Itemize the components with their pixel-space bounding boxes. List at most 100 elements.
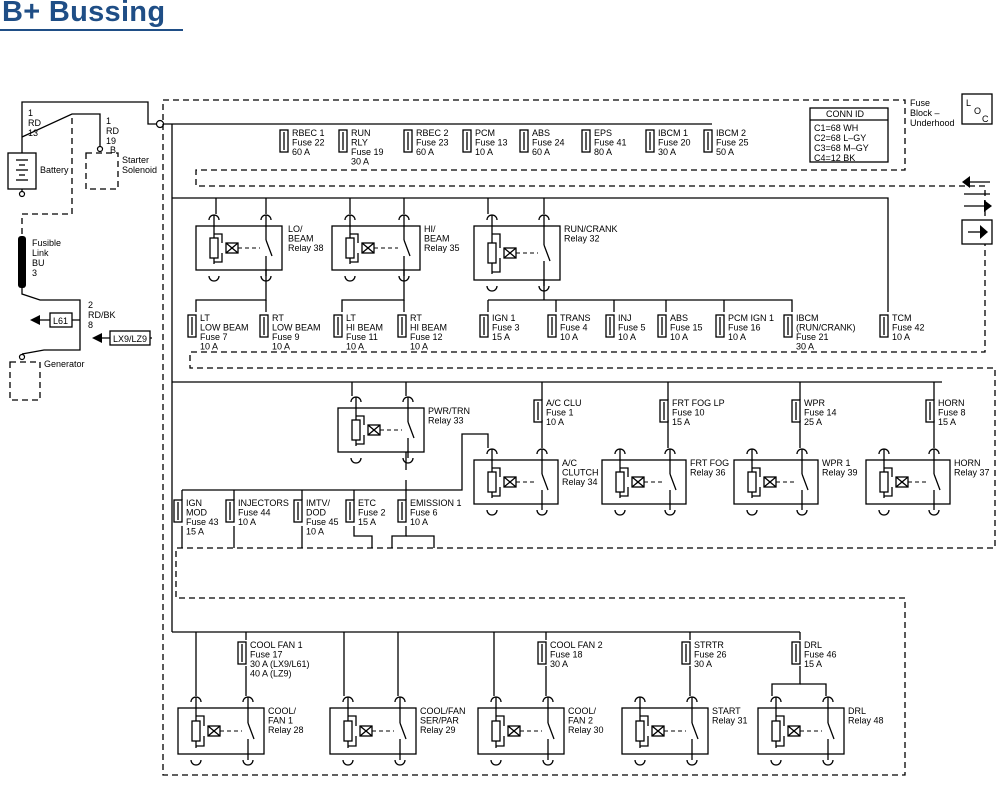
starter-wire-num: 19 xyxy=(106,136,116,146)
relay-label: DRL xyxy=(848,706,866,716)
fuse-label: EMISSION 1 xyxy=(410,498,462,508)
fuse-symbol xyxy=(879,314,889,338)
relay-symbol xyxy=(746,448,809,516)
fuse-symbol xyxy=(279,129,289,153)
relay-label: Relay 48 xyxy=(848,716,884,726)
fuse-label: Fuse 6 xyxy=(410,508,438,518)
fuse-label: IBCM 2 xyxy=(716,128,746,138)
fusible-link-1: Fusible xyxy=(32,238,61,248)
fuse-symbol xyxy=(537,641,547,665)
fuse-label: A/C CLU xyxy=(546,398,582,408)
relay-symbol xyxy=(190,696,255,766)
conn-id-box xyxy=(809,107,889,163)
fuse-label: WPR xyxy=(804,398,825,408)
fuse-label: Fuse 15 xyxy=(670,323,703,333)
starter-terminal: B xyxy=(110,145,116,155)
relay-label: Relay 33 xyxy=(428,416,464,426)
fuse-label: LT xyxy=(200,313,210,323)
fuse-label: 60 A xyxy=(416,147,434,157)
relay-label: COOL/FAN xyxy=(420,706,466,716)
fuse-label: MOD xyxy=(186,508,207,518)
location-icon[interactable] xyxy=(961,93,993,125)
relay-label: Relay 35 xyxy=(424,243,460,253)
fuse-label: Fuse 13 xyxy=(475,138,508,148)
relay-symbol xyxy=(342,696,407,766)
fuse-label: TRANS xyxy=(560,313,591,323)
fuse-label: IBCM xyxy=(796,313,819,323)
fuse-label: ETC xyxy=(358,498,377,508)
fuse-label: Fuse 20 xyxy=(658,138,691,148)
fuse-label: Fuse 17 xyxy=(250,650,283,660)
fuse-symbol xyxy=(925,399,935,423)
fuse-symbol xyxy=(791,641,801,665)
fuse-symbol xyxy=(547,314,557,338)
fuse-symbol xyxy=(605,314,615,338)
fuse-label: LT xyxy=(346,313,356,323)
fuse-label: 15 A xyxy=(492,332,510,342)
conn-id-row: C4=12 BK xyxy=(814,153,855,163)
harness-navigation-icon[interactable] xyxy=(962,176,992,212)
battery-label: Battery xyxy=(40,165,69,175)
fuse-label: 10 A xyxy=(618,332,636,342)
battery-wire-num: 13 xyxy=(28,128,38,138)
fuse-label: 10 A xyxy=(475,147,493,157)
relay-symbol xyxy=(486,214,551,292)
fuse-label: 15 A xyxy=(186,527,204,537)
fuse-label: HORN xyxy=(938,398,965,408)
gen-wire-num: 8 xyxy=(88,320,93,330)
fuse-label: RBEC 2 xyxy=(416,128,449,138)
title-underline xyxy=(0,29,183,31)
fuse-label: HI BEAM xyxy=(346,323,383,333)
fusible-link-2: Link xyxy=(32,248,49,258)
relay-label: HORN xyxy=(954,458,981,468)
fuse-label: 10 A xyxy=(670,332,688,342)
gen-wire-size: 2 xyxy=(88,300,93,310)
fuse-label: COOL FAN 1 xyxy=(250,640,303,650)
fuse-label: Fuse 2 xyxy=(358,508,386,518)
relay-label: Relay 31 xyxy=(712,716,748,726)
starter-label-2: Solenoid xyxy=(122,165,157,175)
fuse-label: 60 A xyxy=(292,147,310,157)
fuse-label: IGN 1 xyxy=(492,313,516,323)
fuse-label: TCM xyxy=(892,313,912,323)
relay-label: COOL/ xyxy=(568,706,597,716)
fuse-label: 10 A xyxy=(200,342,218,352)
relay-label: A/C xyxy=(562,458,578,468)
conn-id-row: C1=68 WH xyxy=(814,123,858,133)
next-page-arrow-icon[interactable] xyxy=(961,219,993,245)
fuse-block-labels: Fuse Block – Underhood CONN ID C1=68 WH … xyxy=(814,98,989,163)
fuse-label: 10 A xyxy=(272,342,290,352)
fuse-symbol xyxy=(338,129,348,153)
relay-label: PWR/TRN xyxy=(428,406,470,416)
fuse-label: ABS xyxy=(670,313,688,323)
fuse-label: 15 A xyxy=(672,417,690,427)
fuse-label: COOL FAN 2 xyxy=(550,640,603,650)
relay-symbol xyxy=(878,448,941,516)
fuse-label: Fuse 41 xyxy=(594,138,627,148)
relay-label: Relay 28 xyxy=(268,725,304,735)
relay-label: Relay 29 xyxy=(420,725,456,735)
fuse-label: 10 A xyxy=(238,517,256,527)
fuse-label: 60 A xyxy=(532,147,550,157)
relay-symbol xyxy=(770,696,835,766)
fuse-label: PCM xyxy=(475,128,495,138)
fuse-label: Fuse 18 xyxy=(550,650,583,660)
relay-label: Relay 36 xyxy=(690,468,726,478)
fuse-label: 10 A xyxy=(546,417,564,427)
fuse-label: RUN xyxy=(351,128,371,138)
relay-label: Relay 30 xyxy=(568,725,604,735)
fuse-label: Fuse 42 xyxy=(892,323,925,333)
fuse-label: INJECTORS xyxy=(238,498,289,508)
relay-label: Relay 34 xyxy=(562,477,598,487)
fuse-label: 80 A xyxy=(594,147,612,157)
relay-label: CLUTCH xyxy=(562,468,599,478)
fuse-label: LOW BEAM xyxy=(200,323,249,333)
battery-wire-color: RD xyxy=(28,118,41,128)
fuse-label: Fuse 5 xyxy=(618,323,646,333)
fuse-symbol xyxy=(173,499,183,523)
fuse-label: 25 A xyxy=(804,417,822,427)
relay-label: WPR 1 xyxy=(822,458,851,468)
conn-id-title: CONN ID xyxy=(826,109,865,119)
fuse-label: Fuse 24 xyxy=(532,138,565,148)
